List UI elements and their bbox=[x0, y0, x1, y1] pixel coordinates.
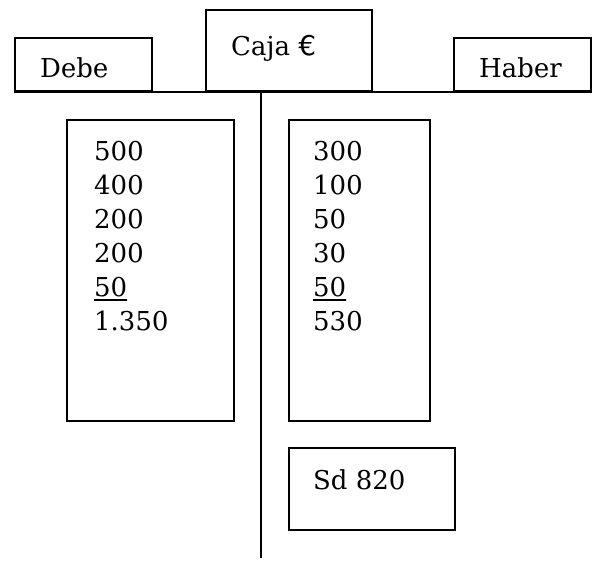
credit-entry-last: 50 bbox=[313, 271, 363, 305]
credit-entries-box: 300 100 50 30 50 530 bbox=[288, 119, 431, 422]
debit-entry-last-value: 50 bbox=[94, 273, 128, 303]
debit-entry: 200 bbox=[94, 239, 144, 269]
euro-icon: € bbox=[298, 29, 317, 62]
credit-entry: 300 bbox=[313, 137, 363, 167]
debit-header-box: Debe bbox=[14, 37, 153, 92]
credit-header: Haber bbox=[479, 54, 562, 84]
credit-entry: 30 bbox=[313, 239, 347, 269]
account-title: Caja € bbox=[231, 29, 317, 62]
account-title-box: Caja € bbox=[205, 9, 373, 92]
credit-total: 530 bbox=[313, 307, 363, 337]
debit-header: Debe bbox=[40, 54, 109, 84]
debit-entries-list: 500 400 200 200 50 1.350 bbox=[94, 135, 168, 339]
debit-entry: 200 bbox=[94, 205, 144, 235]
account-title-text: Caja bbox=[231, 32, 290, 62]
balance-text: Sd 820 bbox=[313, 466, 406, 496]
debit-entries-box: 500 400 200 200 50 1.350 bbox=[66, 119, 235, 422]
debit-entry-last: 50 bbox=[94, 271, 168, 305]
credit-header-box: Haber bbox=[453, 37, 592, 92]
credit-entry-last-value: 50 bbox=[313, 273, 347, 303]
credit-entry: 100 bbox=[313, 171, 363, 201]
debit-entry: 400 bbox=[94, 171, 144, 201]
credit-entry: 50 bbox=[313, 205, 347, 235]
balance-box: Sd 820 bbox=[288, 447, 456, 531]
debit-total: 1.350 bbox=[94, 307, 169, 337]
t-account-top-line bbox=[14, 91, 592, 93]
debit-entry: 500 bbox=[94, 137, 144, 167]
t-account-center-line bbox=[260, 91, 262, 558]
credit-entries-list: 300 100 50 30 50 530 bbox=[313, 135, 363, 339]
